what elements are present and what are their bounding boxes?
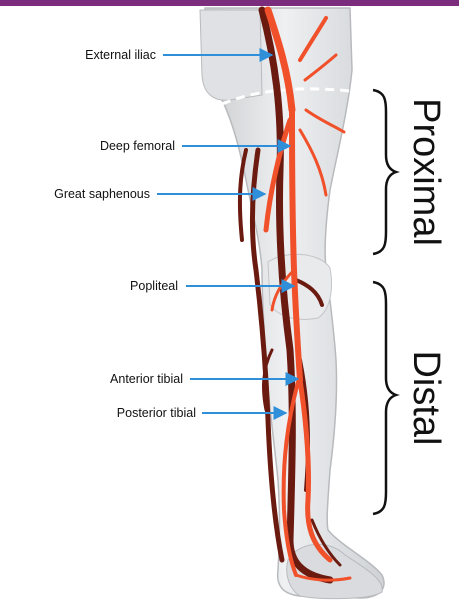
popliteal-label: Popliteal: [130, 279, 178, 293]
great-saphenous-label: Great saphenous: [54, 187, 150, 201]
external-iliac-label: External iliac: [85, 48, 156, 62]
proximal-region-label: Proximal: [405, 98, 447, 246]
posterior-tibial-label: Posterior tibial: [117, 406, 196, 420]
proximal-brace: [373, 90, 396, 254]
distal-region-label: Distal: [405, 350, 447, 445]
header-band: [0, 0, 459, 6]
distal-brace: [373, 282, 396, 514]
anterior-tibial-label: Anterior tibial: [110, 372, 183, 386]
deep-femoral-label: Deep femoral: [100, 139, 175, 153]
